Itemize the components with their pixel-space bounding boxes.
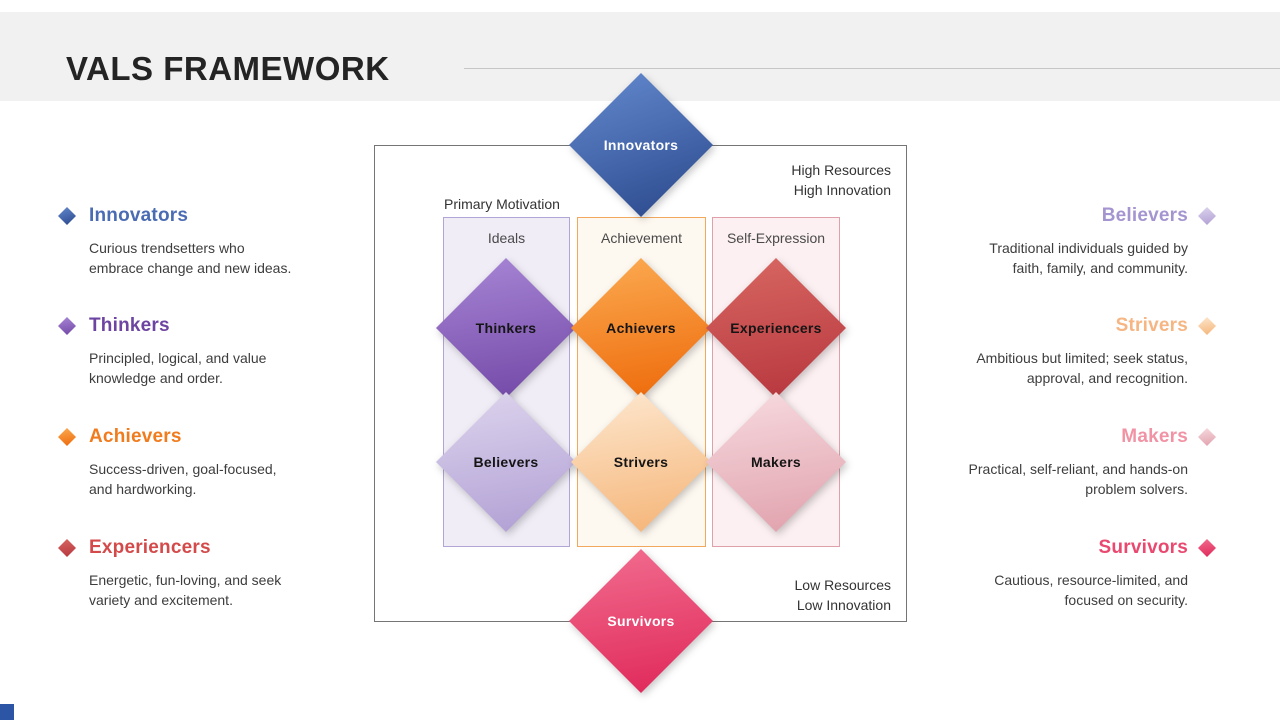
title-divider-line	[464, 68, 1280, 69]
low-innovation-line: Low Innovation	[796, 597, 891, 613]
legend-item-survivors: Survivors Cautious, resource-limited, an…	[936, 535, 1216, 610]
legend-achievers-name: Achievers	[89, 426, 182, 447]
makers-diamond-icon	[1198, 428, 1216, 446]
column-self-expression-header: Self-Expression	[726, 230, 826, 246]
legend-item-strivers: Strivers Ambitious but limited; seek sta…	[936, 313, 1216, 388]
column-achievement-header: Achievement	[601, 230, 682, 246]
believers-diamond: Believers	[436, 392, 576, 532]
legend-item-innovators: Innovators Curious trendsetters who embr…	[58, 203, 328, 278]
strivers-diamond-label: Strivers	[613, 454, 669, 470]
thinkers-diamond-label: Thinkers	[475, 320, 537, 336]
thinkers-diamond-icon	[58, 317, 76, 335]
legend-survivors-description: Cautious, resource-limited, and focused …	[994, 572, 1188, 608]
legend-item-believers: Believers Traditional individuals guided…	[936, 203, 1216, 278]
experiencers-diamond-label: Experiencers	[730, 320, 822, 336]
legend-experiencers-name: Experiencers	[89, 537, 211, 558]
makers-diamond: Makers	[706, 392, 846, 532]
page-title: VALS FRAMEWORK	[66, 50, 390, 87]
legend-strivers-name: Strivers	[1115, 315, 1188, 336]
legend-survivors-name: Survivors	[1098, 537, 1188, 558]
experiencers-diamond-icon	[58, 539, 76, 557]
makers-diamond-label: Makers	[750, 454, 802, 470]
low-resources-line: Low Resources	[794, 577, 892, 593]
believers-diamond-icon	[1198, 207, 1216, 225]
legend-makers-description: Practical, self-reliant, and hands-on pr…	[968, 461, 1188, 497]
innovators-diamond-label: Innovators	[603, 137, 679, 153]
legend-innovators-description: Curious trendsetters who embrace change …	[89, 240, 292, 276]
legend-makers-name: Makers	[1121, 426, 1188, 447]
legend-item-thinkers: Thinkers Principled, logical, and value …	[58, 313, 328, 388]
thinkers-diamond: Thinkers	[436, 258, 576, 398]
legend-achievers-description: Success-driven, goal-focused, and hardwo…	[89, 461, 277, 497]
survivors-diamond-icon	[1198, 539, 1216, 557]
legend-item-experiencers: Experiencers Energetic, fun-loving, and …	[58, 535, 328, 610]
experiencers-diamond: Experiencers	[706, 258, 846, 398]
high-innovation-line: High Innovation	[793, 182, 891, 198]
primary-motivation-label: Primary Motivation	[444, 196, 560, 212]
survivors-diamond-label: Survivors	[607, 613, 675, 629]
innovators-diamond: Innovators	[569, 73, 713, 217]
legend-item-achievers: Achievers Success-driven, goal-focused, …	[58, 424, 328, 499]
achievers-diamond: Achievers	[571, 258, 711, 398]
legend-experiencers-description: Energetic, fun-loving, and seek variety …	[89, 572, 282, 608]
legend-strivers-description: Ambitious but limited; seek status, appr…	[976, 350, 1188, 386]
high-resources-label: High Resources High Innovation	[791, 160, 891, 200]
survivors-diamond: Survivors	[569, 549, 713, 693]
believers-diamond-label: Believers	[473, 454, 539, 470]
corner-accent-square	[0, 704, 14, 720]
legend-thinkers-name: Thinkers	[89, 315, 170, 336]
legend-believers-name: Believers	[1101, 205, 1188, 226]
legend-believers-description: Traditional individuals guided by faith,…	[989, 240, 1188, 276]
column-ideals-header: Ideals	[487, 230, 526, 246]
strivers-diamond: Strivers	[571, 392, 711, 532]
achievers-diamond-label: Achievers	[606, 320, 676, 336]
legend-thinkers-description: Principled, logical, and value knowledge…	[89, 350, 267, 386]
legend-innovators-name: Innovators	[89, 205, 189, 226]
innovators-diamond-icon	[58, 207, 76, 225]
high-resources-line: High Resources	[791, 162, 891, 178]
strivers-diamond-icon	[1198, 317, 1216, 335]
low-resources-label: Low Resources Low Innovation	[795, 575, 892, 615]
legend-item-makers: Makers Practical, self-reliant, and hand…	[936, 424, 1216, 499]
achievers-diamond-icon	[58, 428, 76, 446]
